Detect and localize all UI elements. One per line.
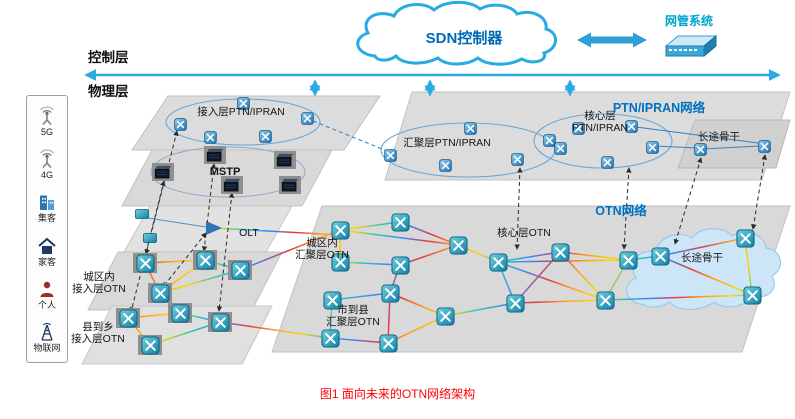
person-icon [40, 281, 54, 297]
figure-caption: 图1 面向未来的OTN网络架构 [319, 387, 476, 401]
mstp-node-icon [281, 178, 299, 192]
ptn-access-plane [131, 95, 381, 151]
control-strip [84, 69, 781, 97]
otn-node-icon [196, 251, 215, 270]
ptn-node-icon [758, 140, 771, 153]
access-types-panel: 5G 4G 集客 家客 个人 [26, 95, 68, 363]
ptn-node-icon [572, 122, 585, 135]
ptn-node-icon [204, 131, 217, 144]
sidebar-item-4g: 4G [36, 148, 58, 180]
nms-device-icon [664, 34, 718, 58]
sidebar-item-corporate: 集客 [36, 191, 58, 223]
mstp-node-icon [206, 148, 224, 162]
olt-triangle-icon [206, 221, 222, 235]
olt-box-icon [135, 209, 149, 219]
building-icon [40, 195, 54, 211]
house-icon [38, 237, 56, 254]
ptn-node-icon [554, 142, 567, 155]
otn-node-icon [551, 243, 570, 262]
sidebar-item-label: 个人 [37, 299, 56, 310]
sidebar-item-label: 物联网 [33, 343, 61, 354]
ptn-node-icon [694, 143, 707, 156]
ptn-node-icon [511, 153, 524, 166]
cloud-nms-arrow [577, 32, 647, 48]
otn-node-icon [119, 309, 138, 328]
otn-node-icon [489, 253, 508, 272]
ptn-node-icon [543, 134, 556, 147]
otn-node-icon [331, 221, 350, 240]
ptn-node-icon [259, 130, 272, 143]
sidebar-item-label: 4G [40, 169, 53, 180]
otn-node-icon [321, 329, 340, 348]
otn-node-icon [231, 261, 250, 280]
ptn-backbone-plane [677, 119, 791, 169]
sidebar-item-5g: 5G [36, 105, 58, 137]
otn-node-icon [211, 313, 230, 332]
sidebar-item-label: 集客 [37, 213, 56, 224]
sidebar-item-personal: 个人 [36, 278, 58, 310]
otn-node-icon [391, 256, 410, 275]
otn-node-icon [651, 247, 670, 266]
otn-node-icon [171, 304, 190, 323]
otn-node-icon [136, 254, 155, 273]
mstp-node-icon [223, 178, 241, 192]
ptn-node-icon [384, 149, 397, 162]
otn-node-icon [506, 294, 525, 313]
ptn-node-icon [464, 122, 477, 135]
sidebar-item-home: 家客 [36, 235, 58, 267]
iot-tower-icon [41, 323, 53, 341]
olt-box-icon [143, 233, 157, 243]
sidebar-item-iot: 物联网 [33, 321, 61, 354]
inter-layer-arrows [129, 130, 767, 313]
sidebar-item-label: 家客 [37, 256, 56, 267]
otn-node-icon [391, 213, 410, 232]
otn-node-icon [381, 284, 400, 303]
otn-node-icon [436, 307, 455, 326]
otn-node-icon [619, 251, 638, 270]
mstp-node-icon [276, 153, 294, 167]
ptn-node-icon [237, 97, 250, 110]
antenna-4g-icon [40, 149, 54, 169]
antenna-5g-icon [40, 106, 54, 125]
ptn-node-icon [646, 141, 659, 154]
otn-node-icon [323, 291, 342, 310]
ptn-node-icon [601, 156, 614, 169]
ptn-node-icon [439, 159, 452, 172]
otn-node-icon [141, 336, 160, 355]
otn-node-icon [379, 334, 398, 353]
otn-node-icon [596, 291, 615, 310]
olt-devices [135, 209, 222, 243]
otn-node-icon [743, 286, 762, 305]
ptn-node-icon [174, 118, 187, 131]
ptn-node-icon [301, 112, 314, 125]
ptn-node-icon [625, 120, 638, 133]
otn-node-icon [331, 253, 350, 272]
sdn-cloud [356, 0, 557, 66]
otn-node-icon [736, 229, 755, 248]
otn-node-icon [151, 284, 170, 303]
otn-node-icon [449, 236, 468, 255]
mstp-node-icon [154, 165, 172, 179]
sidebar-item-label: 5G [40, 126, 53, 137]
